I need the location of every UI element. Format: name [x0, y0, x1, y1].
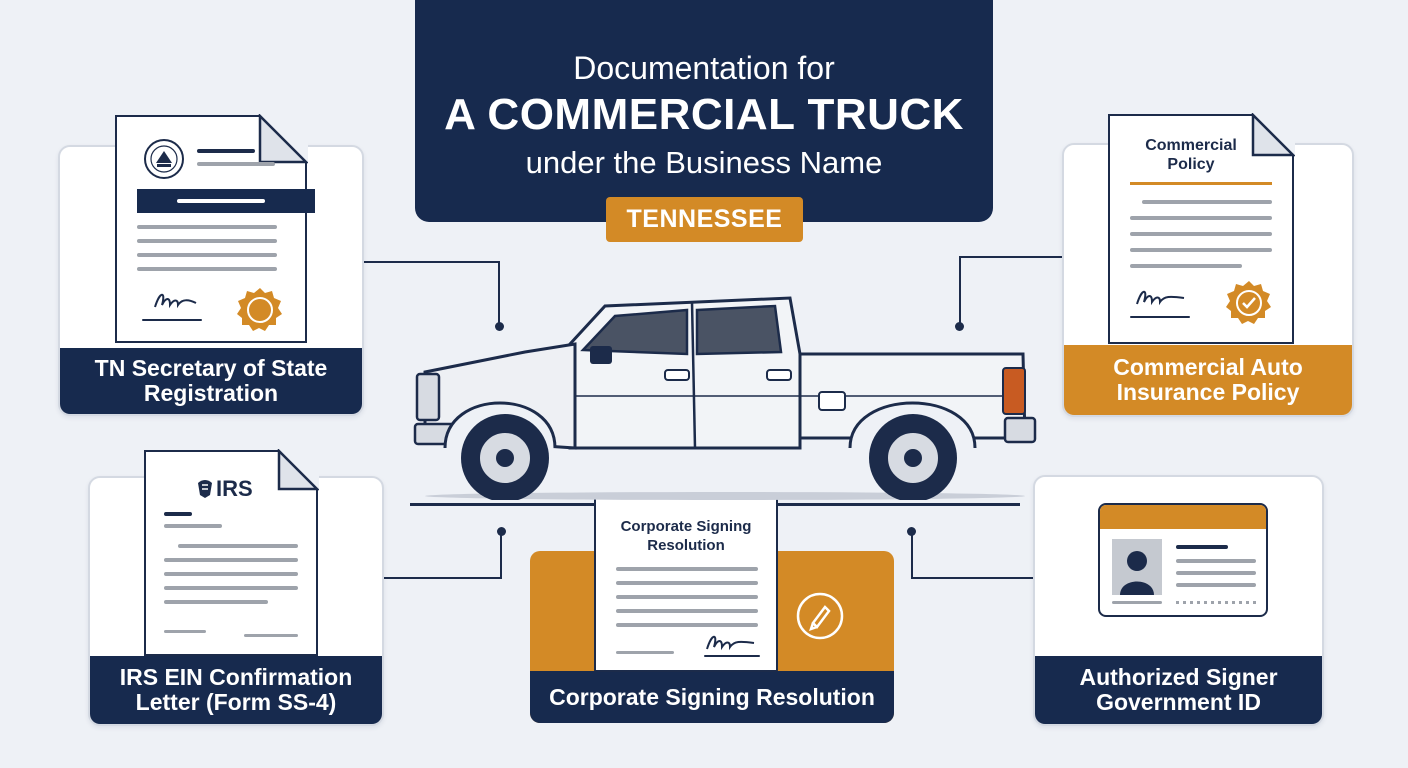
- card-insurance-label-line2: Insurance Policy: [1116, 379, 1300, 405]
- card-irs-label-line1: IRS EIN Confirmation: [119, 664, 353, 690]
- card-id-label-line2: Government ID: [1096, 689, 1261, 715]
- resolution-doc-title-line1: Corporate Signing: [620, 518, 752, 535]
- insurance-doc-title-line1: Commercial: [1145, 137, 1237, 154]
- card-insurance-label-line1: Commercial Auto: [1113, 354, 1303, 380]
- irs-eagle-icon: [198, 480, 212, 498]
- card-irs-label-line2: Letter (Form SS-4): [135, 689, 337, 715]
- title-banner: Documentation for A COMMERCIAL TRUCK und…: [415, 0, 993, 222]
- irs-document: IRS: [144, 449, 319, 656]
- signature-icon: [706, 635, 755, 651]
- pickup-truck-illustration: [413, 296, 1037, 500]
- id-card-illustration: [1098, 503, 1268, 617]
- checkmark-seal-icon: [1226, 281, 1271, 324]
- sos-document: [115, 114, 315, 343]
- pen-icon: [796, 592, 844, 640]
- irs-logo: IRS: [196, 476, 253, 502]
- card-sos-label-line2: Registration: [143, 380, 279, 406]
- card-id-label-line1: Authorized Signer: [1079, 664, 1278, 690]
- gold-seal-icon: [237, 288, 282, 331]
- person-icon: [1112, 539, 1162, 595]
- card-sos-label-line1: TN Secretary of State: [94, 355, 328, 381]
- title-line-1: Documentation for: [573, 50, 835, 86]
- state-badge: TENNESSEE: [606, 197, 803, 242]
- title-line-3: under the Business Name: [525, 145, 883, 180]
- irs-logo-text: IRS: [216, 476, 253, 501]
- state-seal-icon: [144, 139, 184, 179]
- card-resolution-label: Corporate Signing Resolution: [530, 671, 894, 723]
- resolution-doc-title-line2: Resolution: [647, 537, 725, 554]
- insurance-doc-title-line2: Policy: [1167, 156, 1215, 173]
- title-line-2: A COMMERCIAL TRUCK: [444, 90, 964, 139]
- signature-icon: [1136, 290, 1185, 306]
- signature-icon: [154, 293, 197, 309]
